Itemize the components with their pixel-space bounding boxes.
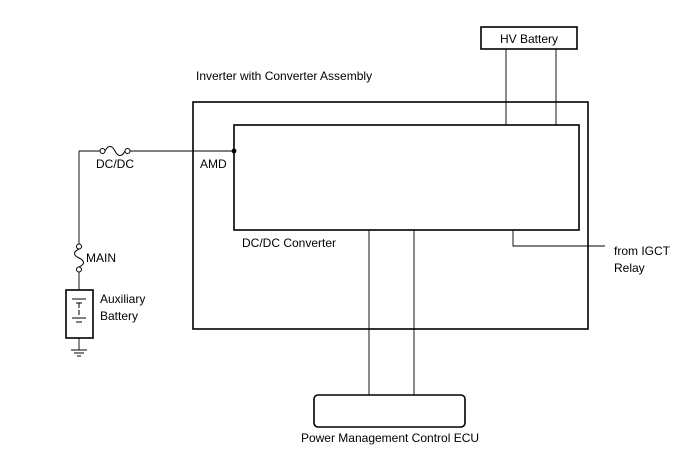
fuse-terminal-left [99, 148, 106, 154]
hv-battery-box [480, 26, 578, 50]
dcdc-fuse-label: DC/DC [96, 157, 134, 171]
igct-relay-label-1: from IGCT [614, 244, 671, 258]
auxiliary-battery-label-1: Auxiliary [100, 292, 145, 306]
power-management-ecu: Power Management Control ECU [301, 394, 479, 445]
amd-terminal-label: AMD [200, 157, 227, 171]
igct-relay-label-2: Relay [614, 261, 645, 275]
power-management-ecu-label: Power Management Control ECU [301, 431, 479, 445]
auxiliary-battery-box [65, 289, 94, 339]
main-fuse-circuit: MAIN [74, 243, 116, 290]
dcdc-fuse-circuit: DC/DC AMD [78, 146, 237, 244]
dcdc-converter-label: DC/DC Converter [242, 236, 336, 250]
main-fuse-terminal-bottom [76, 266, 82, 273]
hv-battery: HV Battery [480, 26, 578, 50]
igct-relay-wire [512, 230, 605, 247]
ground-icon [71, 349, 87, 357]
auxiliary-battery: Auxiliary Battery [65, 289, 145, 357]
main-fuse-terminal-top [76, 243, 82, 250]
dcdc-fuse-icon [104, 146, 126, 156]
inverter-assembly-box [192, 101, 589, 330]
battery-icon [72, 298, 86, 323]
power-management-ecu-box [313, 394, 466, 428]
main-fuse-label: MAIN [86, 251, 116, 265]
igct-relay-input: from IGCT Relay [512, 230, 671, 275]
dcdc-converter: DC/DC Converter [233, 124, 580, 250]
dcdc-converter-box [233, 124, 580, 231]
main-fuse-icon [74, 248, 84, 268]
auxiliary-battery-label-2: Battery [100, 309, 138, 323]
hv-battery-label: HV Battery [500, 32, 558, 46]
amd-junction-dot [231, 148, 237, 154]
inverter-assembly: Inverter with Converter Assembly [192, 69, 589, 330]
inverter-assembly-label: Inverter with Converter Assembly [196, 69, 372, 83]
fuse-terminal-right [124, 148, 131, 154]
